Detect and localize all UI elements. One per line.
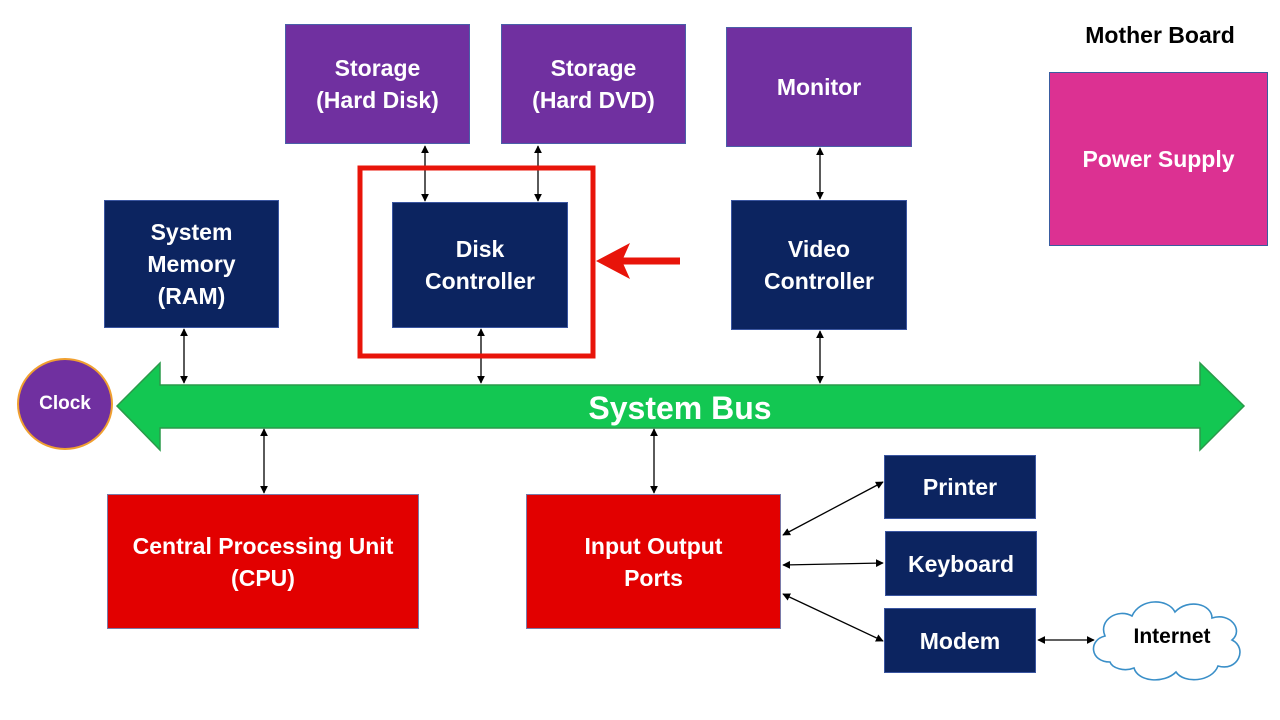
- cpu-line2: (CPU): [231, 564, 295, 591]
- internet-label: Internet: [1133, 625, 1211, 648]
- clock-label: Clock: [39, 393, 91, 414]
- modem-label: Modem: [919, 627, 1001, 654]
- diagram-title: Mother Board: [1085, 22, 1235, 48]
- storage-hard-disk-box: Storage (Hard Disk): [285, 24, 470, 144]
- internet-cloud-icon: [1092, 601, 1241, 681]
- monitor-label: Monitor: [776, 74, 862, 100]
- keyboard-label: Keyboard: [907, 550, 1015, 577]
- connector-io-modem: [782, 593, 884, 642]
- storage-hard-disk-line1: Storage: [334, 55, 421, 81]
- storage-hard-dvd-line1: Storage: [550, 55, 637, 81]
- power-supply-box: Power Supply: [1049, 72, 1268, 246]
- system-memory-box: System Memory (RAM): [104, 200, 279, 328]
- io-ports-box: Input Output Ports: [526, 494, 781, 629]
- storage-hard-disk-line2: (Hard Disk): [316, 87, 439, 113]
- video-controller-line1: Video: [787, 236, 851, 262]
- pointer-arrow: [596, 243, 680, 279]
- monitor-box: Monitor: [726, 27, 912, 147]
- printer-box: Printer: [884, 455, 1036, 519]
- storage-hard-dvd-box: Storage (Hard DVD): [501, 24, 686, 144]
- clock-circle: Clock: [17, 358, 113, 450]
- system-bus-arrow: [115, 361, 1246, 452]
- io-ports-line2: Ports: [624, 564, 683, 591]
- cpu-box: Central Processing Unit (CPU): [107, 494, 419, 629]
- cpu-line1: Central Processing Unit: [132, 532, 394, 559]
- video-controller-box: Video Controller: [731, 200, 907, 330]
- modem-box: Modem: [884, 608, 1036, 673]
- system-bus-label: System Bus: [588, 390, 772, 426]
- video-controller-line2: Controller: [764, 268, 874, 294]
- connector-io-keyboard: [782, 559, 884, 569]
- storage-hard-dvd-line2: (Hard DVD): [532, 87, 655, 113]
- printer-label: Printer: [922, 474, 998, 500]
- system-memory-line3: (RAM): [157, 283, 226, 309]
- highlight-frame: [357, 165, 596, 359]
- system-memory-line1: System: [150, 219, 233, 245]
- disk-controller-line1: Disk: [455, 236, 505, 262]
- system-memory-line2: Memory: [147, 251, 236, 277]
- keyboard-box: Keyboard: [885, 531, 1037, 596]
- disk-controller-box: Disk Controller: [392, 202, 568, 328]
- io-ports-line1: Input Output: [584, 532, 723, 559]
- disk-controller-line2: Controller: [425, 268, 535, 294]
- connector-io-printer: [782, 481, 884, 536]
- power-supply-label: Power Supply: [1082, 146, 1235, 172]
